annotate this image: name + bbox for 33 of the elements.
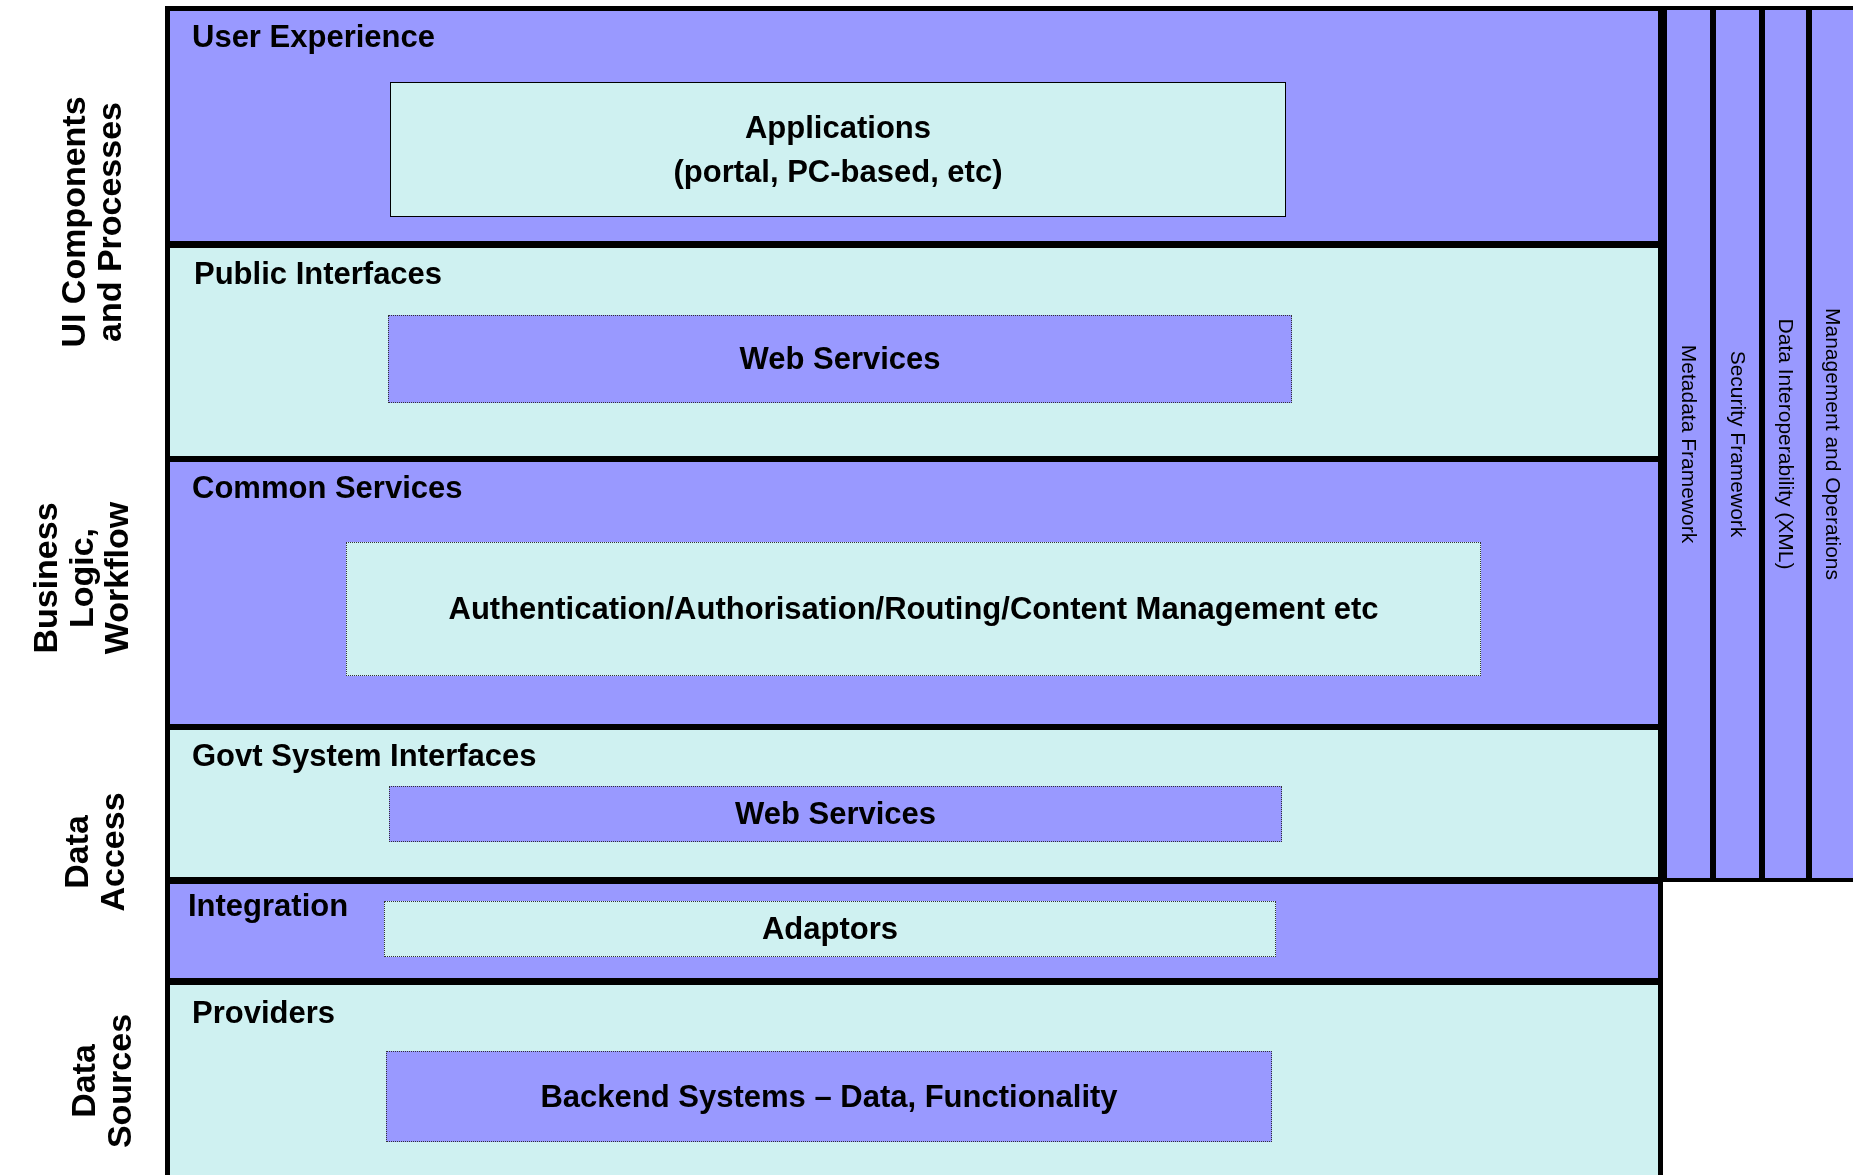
component-box [384,901,1276,957]
component-box [388,315,1292,403]
component-label: Authentication/Authorisation/Routing/Content Management etc [448,590,1379,629]
layer-title: Providers [192,995,335,1031]
framework-column [1712,6,1763,882]
layer-title: Public Interfaces [194,256,443,292]
layer-title: User Experience [192,19,435,55]
column-label: Data Interoperability (XML) [1773,318,1798,570]
component-box [346,542,1481,676]
layer-band [165,879,1663,983]
layer-band [165,6,1663,246]
component-label: Backend Systems – Data, Functionality [540,1077,1118,1116]
layer-title: Integration [188,888,349,924]
framework-column [1808,6,1853,882]
tier-label: UI Components and Processes [56,95,128,350]
column-label: Management and Operations [1820,308,1845,580]
component-box [390,82,1286,217]
component-label: Web Services [734,795,936,834]
layer-title: Common Services [192,470,463,506]
column-label: Metadata Framework [1676,344,1701,544]
tier-label: Data Access [59,791,131,914]
component-box [386,1051,1272,1142]
component-box [389,786,1282,842]
component-label: Applications (portal, PC-based, etc) [673,109,1003,191]
layer-band [165,980,1663,1175]
layer-title: Govt System Interfaces [192,738,537,774]
framework-column [1663,6,1714,882]
component-label: Web Services [739,340,941,379]
tier-label: Business Logic, Workflow [28,500,136,657]
framework-column [1761,6,1810,882]
column-label: Security Framework [1725,350,1750,538]
tier-label: Data Sources [66,1012,138,1151]
component-label: Adaptors [761,910,899,949]
